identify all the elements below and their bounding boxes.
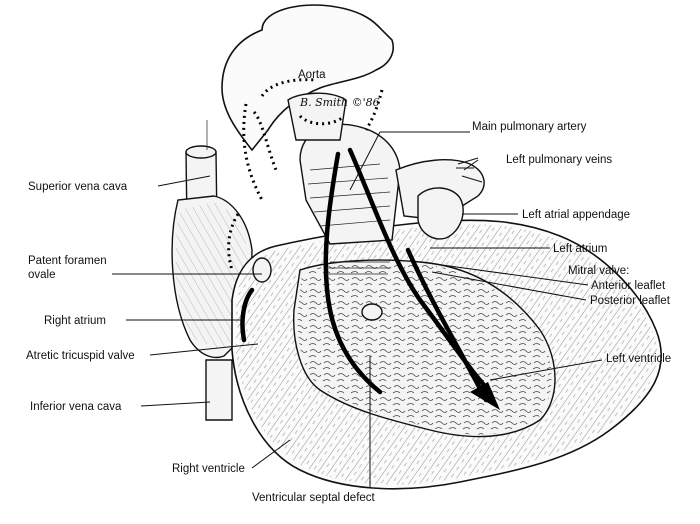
- label-ventricular-septal-defect: Ventricular septal defect: [252, 492, 376, 504]
- heart-illustration: B. Smith ©'86: [171, 4, 662, 490]
- aorta-shape: [221, 4, 394, 152]
- label-atretic-tricuspid-valve: Atretic tricuspid valve: [26, 350, 135, 362]
- main-pulmonary-artery-shape: [299, 123, 401, 245]
- label-anterior-leaflet: Anterior leaflet: [591, 280, 666, 292]
- label-patent-foramen: Patent foramen: [28, 255, 107, 267]
- label-posterior-leaflet: Posterior leaflet: [590, 295, 671, 307]
- label-left-atrial-appendage: Left atrial appendage: [522, 209, 630, 221]
- label-right-atrium: Right atrium: [44, 315, 106, 327]
- label-left-atrium: Left atrium: [553, 243, 607, 255]
- label-patent-foramen-ovale: ovale: [28, 269, 56, 281]
- left-atrial-appendage-shape: [417, 187, 464, 240]
- label-left-pulmonary-veins: Left pulmonary veins: [506, 154, 612, 166]
- labels: Aorta Main pulmonary artery Left pulmona…: [26, 69, 671, 504]
- label-main-pulmonary-artery: Main pulmonary artery: [472, 121, 587, 133]
- artist-signature: B. Smith ©'86: [299, 96, 380, 109]
- label-mitral-valve: Mitral valve:: [568, 265, 629, 277]
- label-left-ventricle: Left ventricle: [606, 353, 671, 365]
- label-superior-vena-cava: Superior vena cava: [28, 181, 128, 193]
- label-right-ventricle: Right ventricle: [172, 463, 245, 475]
- leader-lines: [112, 131, 603, 488]
- label-aorta: Aorta: [298, 69, 326, 81]
- label-inferior-vena-cava: Inferior vena cava: [30, 401, 122, 413]
